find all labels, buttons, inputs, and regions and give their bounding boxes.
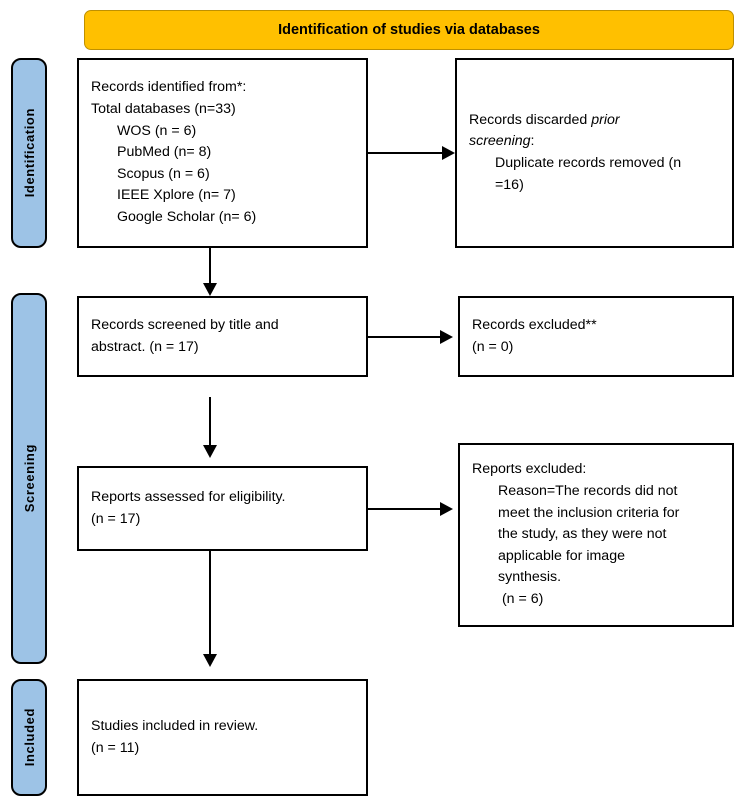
records-screened-line-1: Records screened by title and (91, 316, 279, 333)
box-records-discarded: Records discarded prior screening: Dupli… (455, 58, 734, 248)
reports-excluded-line-6: synthesis. (498, 569, 562, 586)
connector-assessed-to-reports-excluded (368, 508, 440, 510)
records-discarded-line-3: Duplicate records removed (n (495, 155, 682, 171)
arrow-screened-to-assessed (203, 445, 217, 458)
records-discarded-line-1-italic: prior (591, 111, 620, 128)
studies-included-line-2: (n = 11) (91, 739, 140, 756)
records-excluded-line-1: Records excluded** (472, 316, 597, 333)
reports-excluded-line-4: the study, as they were not (498, 526, 667, 543)
records-identified-line-4: PubMed (n= 8) (117, 144, 212, 161)
box-reports-excluded: Reports excluded: Reason=The records did… (458, 443, 734, 627)
connector-screened-to-excluded (368, 336, 440, 338)
records-excluded-line-2: (n = 0) (472, 338, 514, 355)
phase-pill-screening: Screening (11, 293, 47, 664)
records-discarded-line-1: Records discarded prior (469, 110, 720, 132)
reports-excluded-line-7: (n = 6) (498, 590, 544, 607)
phase-label-screening: Screening (21, 444, 37, 513)
connector-screened-to-assessed (209, 397, 211, 445)
records-discarded-line-2-plain: : (530, 133, 535, 150)
banner-title: Identification of studies via databases (278, 22, 540, 38)
records-screened-line-2: abstract. (n = 17) (91, 338, 199, 355)
box-records-excluded: Records excluded** (n = 0) (458, 296, 734, 377)
connector-identified-to-screened (209, 248, 211, 283)
reports-excluded-line-5: applicable for image (498, 547, 625, 564)
box-records-identified: Records identified from*: Total database… (77, 58, 368, 248)
records-discarded-line-4: =16) (495, 176, 524, 193)
arrow-screened-to-excluded (440, 330, 453, 344)
reports-excluded-line-2: Reason=The records did not (498, 483, 678, 500)
reports-assessed-line-2: (n = 17) (91, 510, 141, 527)
phase-pill-included: Included (11, 679, 47, 796)
records-identified-line-7: Google Scholar (n= 6) (117, 208, 257, 225)
reports-excluded-line-3: meet the inclusion criteria for (498, 504, 680, 521)
identification-banner: Identification of studies via databases (84, 10, 734, 50)
box-records-screened: Records screened by title and abstract. … (77, 296, 368, 377)
connector-identified-to-discarded (368, 152, 442, 154)
box-studies-included: Studies included in review. (n = 11) (77, 679, 368, 796)
arrow-assessed-to-reports-excluded (440, 502, 453, 516)
arrow-assessed-to-included (203, 654, 217, 667)
records-discarded-line-1-plain: Records discarded (469, 111, 592, 128)
connector-assessed-to-included (209, 551, 211, 654)
phase-label-included: Included (21, 708, 37, 767)
records-discarded-line-2: screening: (469, 131, 720, 153)
arrow-identified-to-screened (203, 283, 217, 296)
reports-excluded-line-1: Reports excluded: (472, 461, 587, 478)
records-discarded-line-2-italic: screening (469, 133, 531, 150)
arrow-identified-to-discarded (442, 146, 455, 160)
phase-pill-identification: Identification (11, 58, 47, 248)
records-identified-line-3: WOS (n = 6) (117, 122, 197, 139)
studies-included-line-1: Studies included in review. (91, 717, 259, 734)
records-identified-line-5: Scopus (n = 6) (117, 165, 210, 182)
records-identified-line-2: Total databases (n=33) (91, 101, 236, 118)
records-identified-line-6: IEEE Xplore (n= 7) (117, 187, 236, 204)
reports-assessed-line-1: Reports assessed for eligibility. (91, 488, 286, 505)
phase-label-identification: Identification (21, 108, 37, 198)
box-reports-assessed: Reports assessed for eligibility. (n = 1… (77, 466, 368, 551)
records-identified-line-1: Records identified from*: (91, 79, 247, 96)
